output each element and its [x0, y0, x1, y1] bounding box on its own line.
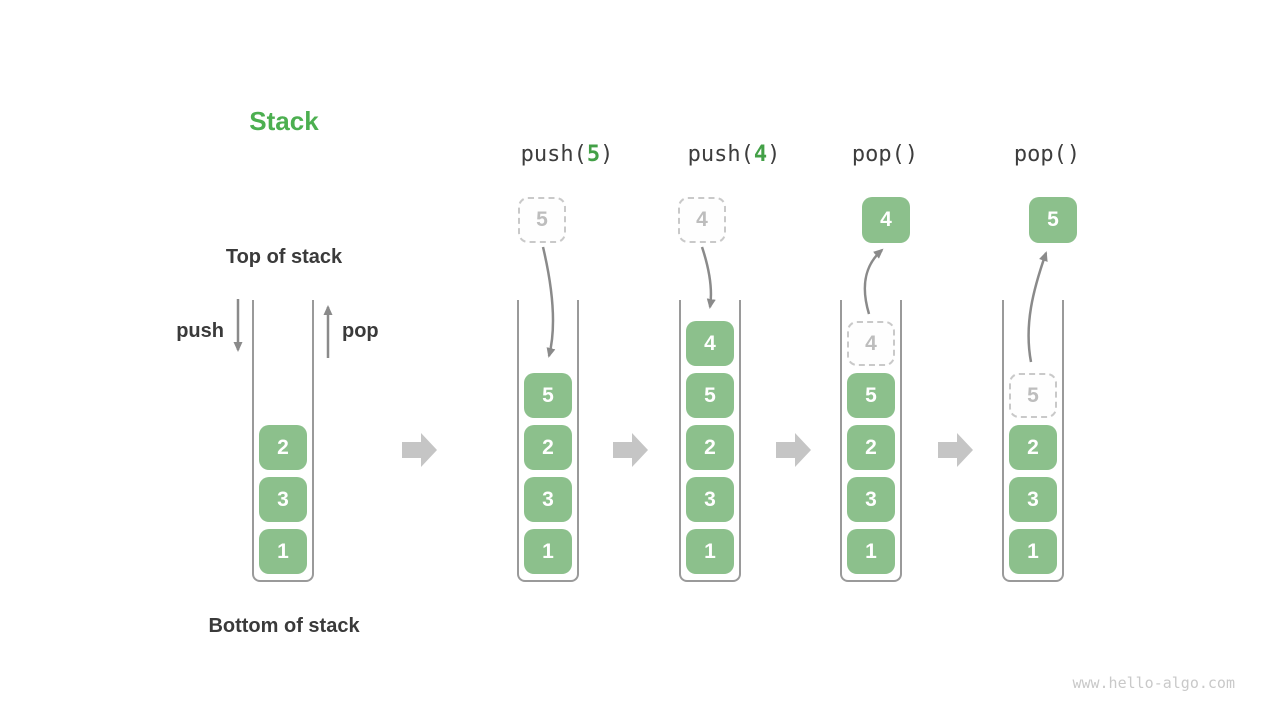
op-text: ) — [600, 142, 614, 167]
op-text: pop() — [851, 142, 919, 167]
op-text: ) — [767, 142, 781, 167]
transition-arrow — [776, 433, 811, 467]
transition-arrow — [613, 433, 648, 467]
stack-item: 2 — [847, 425, 895, 470]
floating-element-popped-5: 5 — [1029, 197, 1077, 243]
stack-item: 2 — [1009, 425, 1057, 470]
floating-element-push-5: 5 — [518, 197, 566, 243]
diagram-title: Stack — [249, 106, 319, 136]
stack-item: 3 — [524, 477, 572, 522]
op-text: push( — [520, 142, 587, 167]
push-4-arrow — [700, 246, 716, 309]
stack-item: 1 — [524, 529, 572, 574]
stack-item: 3 — [847, 477, 895, 522]
op-text: push( — [687, 142, 754, 167]
bottom-of-stack-label: Bottom of stack — [208, 615, 360, 637]
stack-item: 2 — [524, 425, 572, 470]
stack-item-ghost: 5 — [1009, 373, 1057, 418]
stack-container-after-push-5: 5 2 3 1 — [517, 300, 579, 582]
stack-container-after-pop-4: 4 5 2 3 1 — [840, 300, 902, 582]
stack-item: 5 — [847, 373, 895, 418]
stack-container-after-push-4: 4 5 2 3 1 — [679, 300, 741, 582]
floating-element-popped-4: 4 — [862, 197, 910, 243]
pop-label: pop — [342, 320, 379, 342]
op-arg: 5 — [586, 142, 601, 167]
watermark: www.hello-algo.com — [1072, 674, 1235, 692]
stack-item: 1 — [847, 529, 895, 574]
stack-item: 4 — [686, 321, 734, 366]
top-of-stack-label: Top of stack — [225, 246, 343, 268]
op-label-pop-2: pop() — [967, 142, 1127, 167]
transition-arrow — [938, 433, 973, 467]
stack-item: 1 — [1009, 529, 1057, 574]
transition-arrow — [402, 433, 437, 467]
stack-item: 3 — [259, 477, 307, 522]
stack-item: 3 — [1009, 477, 1057, 522]
stack-item: 5 — [524, 373, 572, 418]
stack-item-ghost: 4 — [847, 321, 895, 366]
stack-item: 1 — [259, 529, 307, 574]
stack-item: 3 — [686, 477, 734, 522]
stack-item: 2 — [259, 425, 307, 470]
op-text: pop() — [1013, 142, 1081, 167]
op-label-push-4: push(4) — [654, 142, 814, 167]
stack-item: 5 — [686, 373, 734, 418]
push-label: push — [176, 320, 224, 342]
stack-item: 2 — [686, 425, 734, 470]
stack-container-initial: 2 3 1 — [252, 300, 314, 582]
floating-element-push-4: 4 — [678, 197, 726, 243]
op-arg: 4 — [753, 142, 768, 167]
op-label-pop-1: pop() — [805, 142, 965, 167]
op-label-push-5: push(5) — [487, 142, 647, 167]
stack-container-after-pop-5: 5 2 3 1 — [1002, 300, 1064, 582]
stack-item: 1 — [686, 529, 734, 574]
